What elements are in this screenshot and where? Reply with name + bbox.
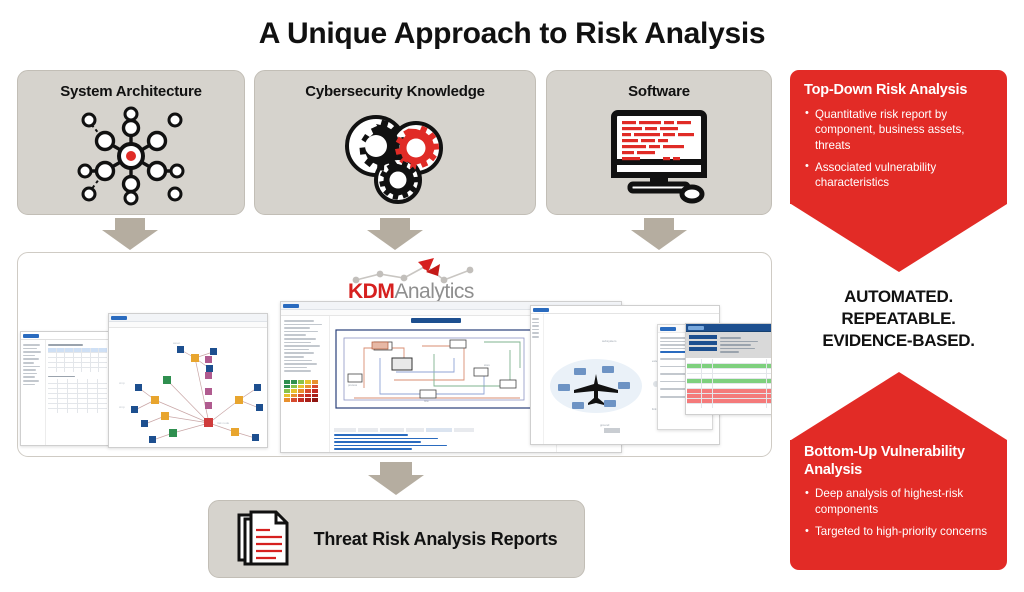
banner-bullet: Targeted to high-priority concerns bbox=[804, 524, 993, 539]
svg-text:cmp: cmp bbox=[119, 405, 125, 409]
logo-analytics-text: Analytics bbox=[394, 280, 474, 303]
network-nodes-icon bbox=[18, 104, 244, 208]
banner-top-down-risk-analysis: Top-Down Risk Analysis Quantitative risk… bbox=[790, 70, 1007, 272]
value-statement: AUTOMATED. REPEATABLE. EVIDENCE-BASED. bbox=[790, 286, 1007, 352]
logo-kdm-text: KDM bbox=[348, 280, 395, 303]
svg-text:process: process bbox=[348, 383, 358, 387]
risk-heatmap bbox=[284, 379, 318, 402]
svg-text:subsystem: subsystem bbox=[602, 339, 617, 343]
banner-bullet: Quantitative risk report by component, b… bbox=[804, 106, 993, 153]
flow-arrow-architecture bbox=[102, 218, 158, 250]
input-card-label: System Architecture bbox=[60, 83, 202, 100]
product-screenshot-collage: KDMAnalytics bbox=[17, 252, 772, 457]
statement-line-1: AUTOMATED. bbox=[844, 287, 953, 306]
statement-line-2: REPEATABLE. bbox=[841, 309, 956, 329]
input-card-software: Software bbox=[546, 70, 772, 215]
kdm-analytics-logo: KDMAnalytics bbox=[348, 256, 488, 304]
input-card-label: Software bbox=[628, 83, 690, 100]
flow-arrow-cybersecurity bbox=[367, 218, 423, 250]
logo-text: KDMAnalytics bbox=[348, 280, 474, 304]
input-card-cybersecurity-knowledge: Cybersecurity Knowledge bbox=[254, 70, 536, 215]
svg-text:risk node: risk node bbox=[217, 421, 230, 425]
svg-text:store: store bbox=[484, 363, 490, 367]
flow-arrow-reports bbox=[368, 462, 424, 496]
svg-text:ground: ground bbox=[600, 423, 610, 427]
collage-window-risk-tables bbox=[20, 331, 110, 446]
gears-icon bbox=[255, 104, 535, 208]
collage-window-threat-graph: risk node asset cmp cmp bbox=[108, 313, 268, 448]
output-card-label: Threat Risk Analysis Reports bbox=[313, 528, 558, 549]
page-title: A Unique Approach to Risk Analysis bbox=[258, 17, 766, 50]
output-card-threat-risk-reports: Threat Risk Analysis Reports bbox=[208, 500, 585, 578]
banner-bullet: Deep analysis of highest-risk components bbox=[804, 486, 993, 517]
statement-line-3: EVIDENCE-BASED. bbox=[822, 331, 975, 351]
svg-text:link: link bbox=[652, 407, 657, 411]
collage-window-vulnerability-report bbox=[685, 323, 771, 415]
banner-up-point bbox=[790, 372, 1007, 440]
desktop-computer-icon bbox=[547, 104, 771, 208]
banner-bottom-up-vulnerability-analysis: Bottom-Up Vulnerability Analysis Deep an… bbox=[790, 372, 1007, 570]
banner-bullet: Associated vulnerability characteristics bbox=[804, 159, 993, 191]
banner-bullet-list: Quantitative risk report by component, b… bbox=[804, 106, 993, 191]
documents-icon bbox=[236, 510, 292, 568]
banner-bullet-list: Deep analysis of highest-risk components… bbox=[804, 486, 993, 539]
input-card-label: Cybersecurity Knowledge bbox=[305, 83, 485, 100]
banner-heading: Top-Down Risk Analysis bbox=[804, 82, 968, 98]
svg-text:asset: asset bbox=[173, 341, 180, 345]
flow-arrow-software bbox=[631, 218, 687, 250]
svg-text:flow: flow bbox=[424, 399, 429, 403]
banner-down-point bbox=[790, 203, 1007, 272]
svg-text:cmp: cmp bbox=[119, 381, 125, 385]
banner-heading: Bottom-Up Vulnerability Analysis bbox=[804, 444, 965, 478]
input-card-system-architecture: System Architecture bbox=[17, 70, 245, 215]
